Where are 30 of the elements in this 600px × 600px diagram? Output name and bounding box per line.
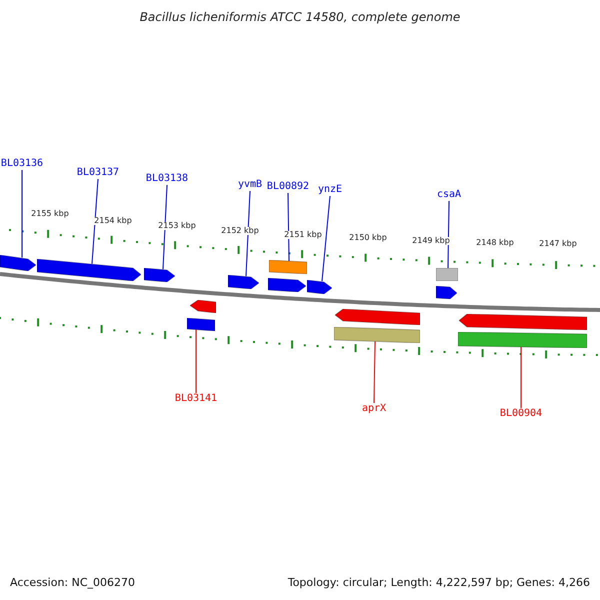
leader-line — [374, 340, 376, 404]
scale-label: 2147 kbp — [538, 240, 578, 248]
gene-label: yvmB — [238, 180, 262, 190]
scale-label: 2154 kbp — [93, 217, 133, 225]
gene-label: aprX — [362, 404, 386, 414]
gene-label: ynzE — [318, 185, 342, 195]
leader-line — [288, 192, 290, 262]
scale-label: 2151 kbp — [283, 231, 323, 239]
footer-text: Topology: circular; Length: 4,222,597 bp; Genes: 4,266 — [288, 577, 590, 588]
scale-label: 2149 kbp — [411, 237, 451, 245]
gene-label: BL03137 — [76, 168, 120, 178]
scale-label: 2150 kbp — [348, 234, 388, 242]
scale-label: 2148 kbp — [475, 239, 515, 247]
gene-label: BL03138 — [146, 174, 188, 184]
leader-line — [520, 346, 522, 408]
scale-label: 2153 kbp — [157, 222, 197, 230]
gene-label: BL00892 — [266, 182, 310, 192]
gene-label: BL00904 — [500, 409, 542, 419]
leader-line — [448, 200, 450, 268]
leader-line — [162, 184, 168, 270]
gene-label: csaA — [436, 190, 462, 200]
leader-line — [322, 196, 330, 282]
title: Bacillus licheniformis ATCC 14580, complete genome — [138, 11, 462, 23]
footer-text: Accession: NC_006270 — [10, 577, 136, 588]
leader-line — [246, 190, 250, 277]
leader-line — [92, 178, 98, 264]
scale-label: 2155 kbp — [30, 210, 70, 218]
gene-label: BL03136 — [0, 159, 44, 169]
scale-label: 2152 kbp — [220, 227, 260, 235]
gene-label: BL03141 — [174, 394, 218, 404]
